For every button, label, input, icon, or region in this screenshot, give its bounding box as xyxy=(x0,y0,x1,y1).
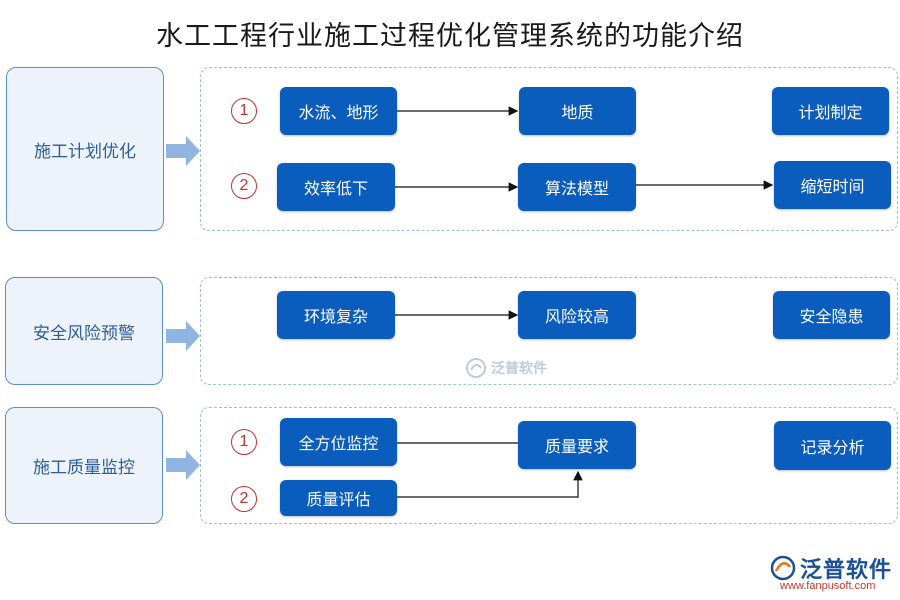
watermark: 泛普软件 xyxy=(465,357,547,379)
row-number-badge: 1 xyxy=(231,429,257,455)
node-box: 效率低下 xyxy=(277,163,395,211)
section-panel-plan xyxy=(200,67,898,231)
logo-url: www.fanpusoft.com xyxy=(780,580,876,592)
node-box: 算法模型 xyxy=(518,163,636,211)
node-box: 缩短时间 xyxy=(774,161,891,209)
node-box: 安全隐患 xyxy=(773,291,890,339)
section-panel-safety xyxy=(200,277,898,385)
logo-icon xyxy=(466,358,486,378)
section-label-plan: 施工计划优化 xyxy=(6,67,164,231)
node-box: 水流、地形 xyxy=(280,87,397,135)
page-title: 水工工程行业施工过程优化管理系统的功能介绍 xyxy=(156,21,744,52)
node-box: 质量要求 xyxy=(518,421,636,469)
logo-text: 泛普软件 xyxy=(800,558,893,583)
brand-logo: 泛普软件 xyxy=(770,552,892,584)
section-label-safety: 安全风险预警 xyxy=(5,277,163,385)
connector-arrow xyxy=(397,470,583,498)
logo-icon xyxy=(770,555,796,581)
node-box: 质量评估 xyxy=(280,480,397,516)
node-box: 全方位监控 xyxy=(280,418,397,466)
row-number-badge: 1 xyxy=(231,98,257,124)
row-number-badge: 2 xyxy=(231,486,257,512)
right-arrow-icon xyxy=(166,450,200,480)
node-box: 风险较高 xyxy=(518,291,636,339)
section-panel-quality xyxy=(200,407,898,524)
node-box: 计划制定 xyxy=(772,87,889,135)
right-arrow-icon xyxy=(166,136,200,166)
row-number-badge: 2 xyxy=(231,173,257,199)
node-box: 地质 xyxy=(519,87,636,135)
section-label-quality: 施工质量监控 xyxy=(5,407,163,524)
right-arrow-icon xyxy=(166,321,200,351)
node-box: 记录分析 xyxy=(774,421,891,470)
node-box: 环境复杂 xyxy=(277,291,395,339)
watermark-text: 泛普软件 xyxy=(491,361,547,377)
